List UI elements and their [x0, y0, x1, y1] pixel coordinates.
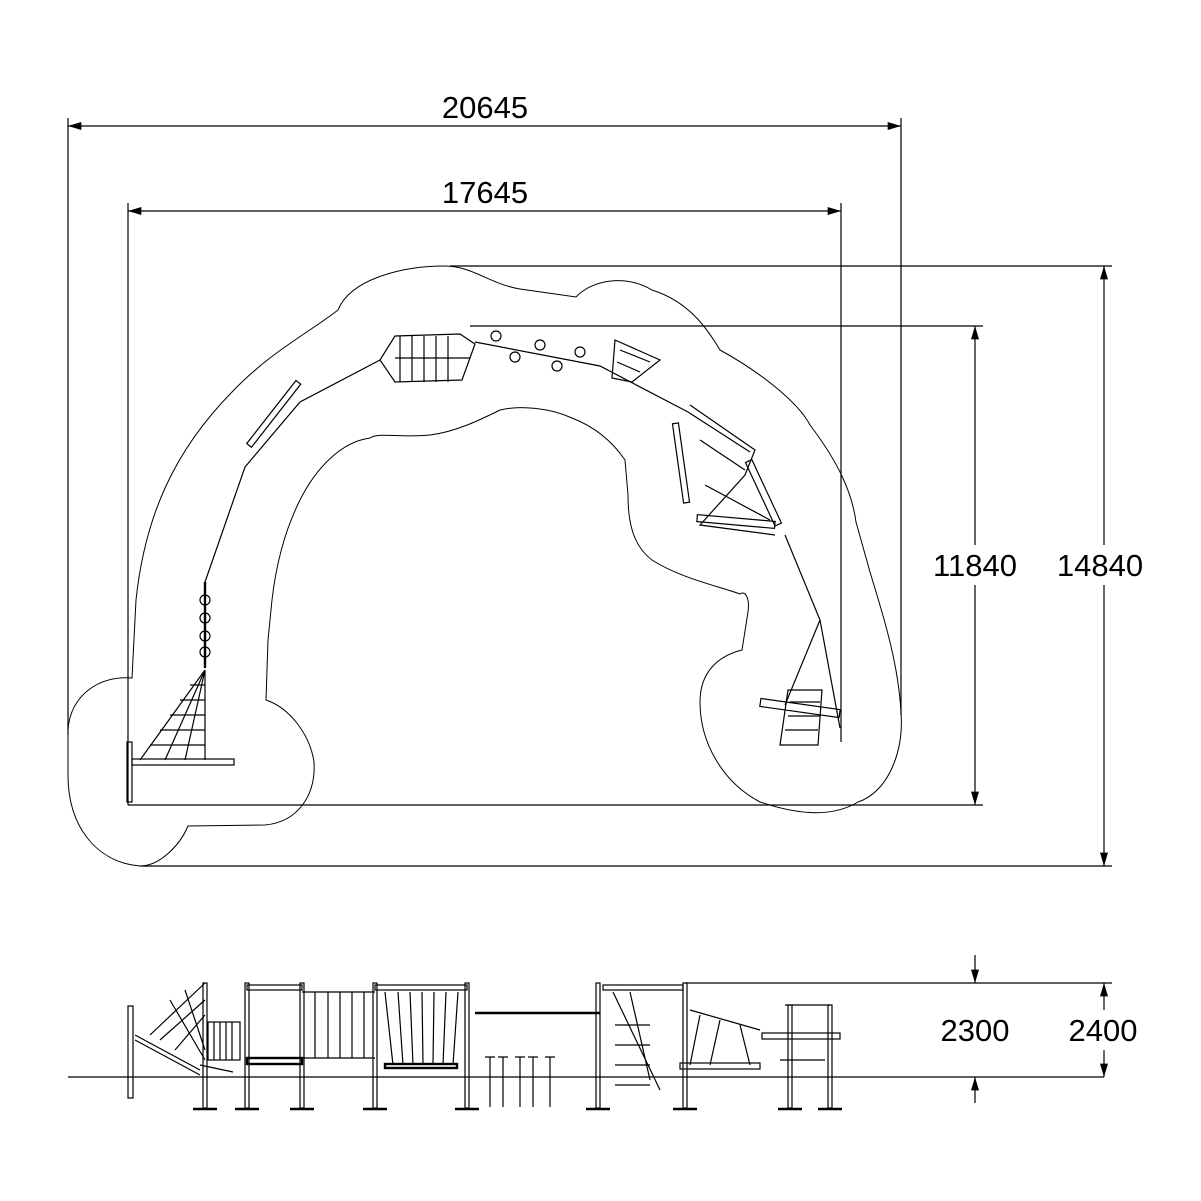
stepping-pole: [485, 1056, 495, 1107]
stepping-pole: [545, 1056, 555, 1107]
post: [372, 982, 378, 1109]
play-equipment-plan: [126, 330, 841, 803]
stepping-pole: [498, 1056, 508, 1107]
post: [595, 982, 601, 1109]
post: [827, 1004, 833, 1109]
post: [244, 982, 250, 1109]
post: [464, 982, 470, 1109]
dimension-label-width-outer: 20645: [442, 90, 528, 125]
post: [682, 982, 688, 1109]
dimension-label-free-height: 2400: [1069, 1013, 1138, 1048]
stepping-pole: [515, 1056, 525, 1107]
post: [299, 982, 305, 1109]
elevation-view: 2300 2400: [68, 955, 1138, 1111]
dimension-label-width-inner: 17645: [442, 175, 528, 210]
stepping-pole: [528, 1056, 538, 1107]
plan-view: 20645 17645 11840 14840: [67, 90, 1143, 867]
dimension-label-height: 2300: [941, 1013, 1010, 1048]
play-equipment-elevation: [127, 982, 842, 1111]
dimension-label-depth-inner: 11840: [933, 548, 1017, 583]
safety-zone-outline: [67, 265, 902, 867]
post: [787, 1004, 793, 1109]
dimension-label-depth-outer: 14840: [1057, 548, 1143, 583]
